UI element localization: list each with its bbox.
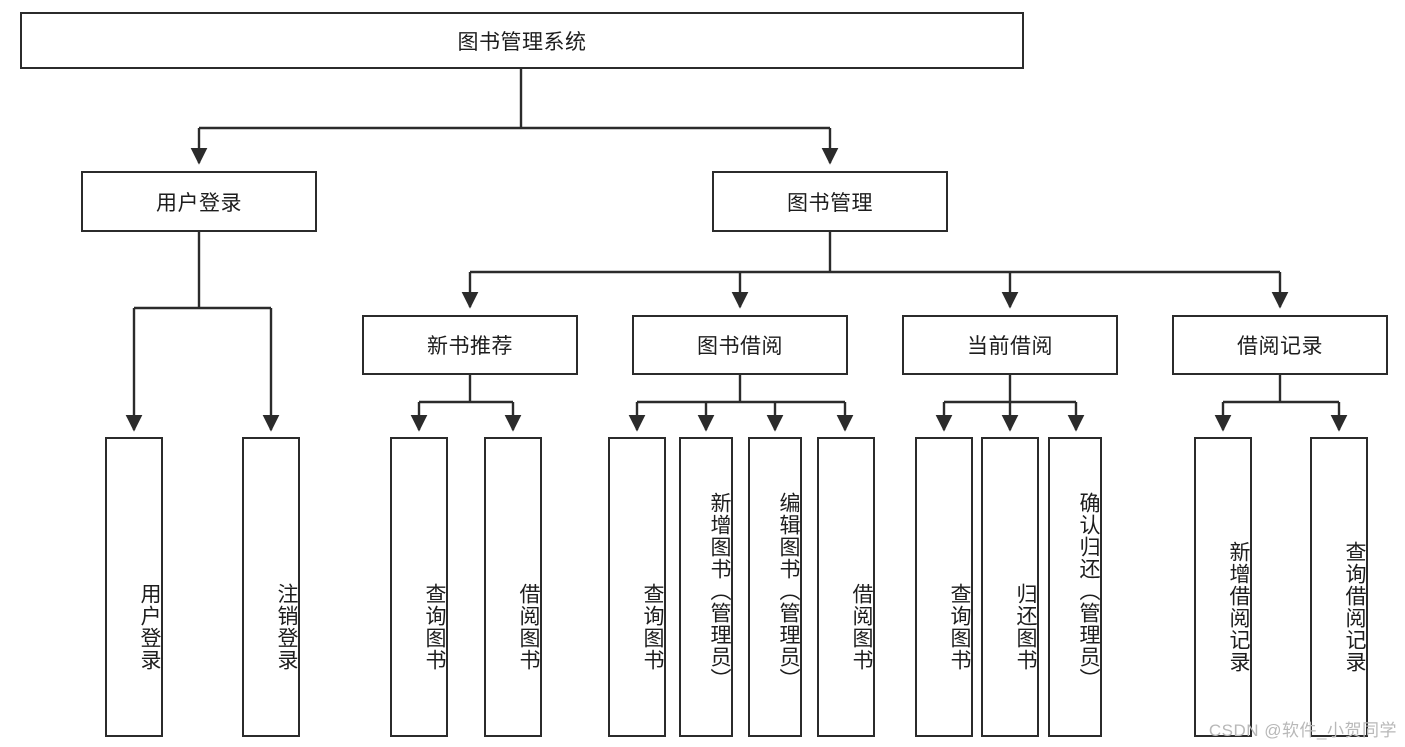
node-leaf-add-book-label: 新增图书（管理员） — [708, 492, 731, 690]
node-leaf-query-book-3[interactable]: 查询图书 — [915, 437, 973, 737]
node-new-book-recommend-label: 新书推荐 — [427, 335, 513, 358]
node-leaf-user-login[interactable]: 用户登录 — [105, 437, 163, 737]
node-leaf-query-book-2[interactable]: 查询图书 — [608, 437, 666, 737]
node-leaf-user-login-label: 用户登录 — [138, 583, 161, 671]
node-leaf-add-record[interactable]: 新增借阅记录 — [1194, 437, 1252, 737]
node-new-book-recommend[interactable]: 新书推荐 — [362, 315, 578, 375]
node-leaf-borrow-book-1-label: 借阅图书 — [517, 583, 540, 671]
node-book-borrow-label: 图书借阅 — [697, 335, 783, 358]
node-leaf-edit-book-label: 编辑图书（管理员） — [777, 492, 800, 690]
node-leaf-add-book[interactable]: 新增图书（管理员） — [679, 437, 733, 737]
node-leaf-query-book-3-label: 查询图书 — [948, 583, 971, 671]
node-borrow-record-label: 借阅记录 — [1237, 335, 1323, 358]
node-leaf-borrow-book-2[interactable]: 借阅图书 — [817, 437, 875, 737]
watermark: CSDN @软件_小贺同学 — [1208, 721, 1397, 740]
node-book-borrow[interactable]: 图书借阅 — [632, 315, 848, 375]
node-leaf-edit-book[interactable]: 编辑图书（管理员） — [748, 437, 802, 737]
node-book-manage-label: 图书管理 — [787, 191, 873, 215]
node-leaf-query-record[interactable]: 查询借阅记录 — [1310, 437, 1368, 737]
node-current-borrow[interactable]: 当前借阅 — [902, 315, 1118, 375]
node-root[interactable]: 图书管理系统 — [20, 12, 1024, 69]
node-root-label: 图书管理系统 — [457, 30, 587, 54]
node-leaf-query-book-1-label: 查询图书 — [423, 583, 446, 671]
node-user-login[interactable]: 用户登录 — [81, 171, 317, 232]
node-leaf-add-record-label: 新增借阅记录 — [1227, 541, 1250, 673]
node-leaf-query-book-2-label: 查询图书 — [641, 583, 664, 671]
node-user-login-label: 用户登录 — [156, 191, 242, 215]
node-leaf-logout-login-label: 注销登录 — [275, 583, 298, 671]
node-leaf-confirm-return-label: 确认归还（管理员） — [1077, 492, 1100, 690]
node-leaf-confirm-return[interactable]: 确认归还（管理员） — [1048, 437, 1102, 737]
node-leaf-return-book-label: 归还图书 — [1014, 583, 1037, 671]
node-leaf-borrow-book-2-label: 借阅图书 — [850, 583, 873, 671]
node-borrow-record[interactable]: 借阅记录 — [1172, 315, 1388, 375]
node-current-borrow-label: 当前借阅 — [967, 335, 1053, 358]
node-book-manage[interactable]: 图书管理 — [712, 171, 948, 232]
node-leaf-borrow-book-1[interactable]: 借阅图书 — [484, 437, 542, 737]
node-leaf-query-book-1[interactable]: 查询图书 — [390, 437, 448, 737]
node-leaf-return-book[interactable]: 归还图书 — [981, 437, 1039, 737]
node-leaf-logout-login[interactable]: 注销登录 — [242, 437, 300, 737]
node-leaf-query-record-label: 查询借阅记录 — [1343, 541, 1366, 673]
